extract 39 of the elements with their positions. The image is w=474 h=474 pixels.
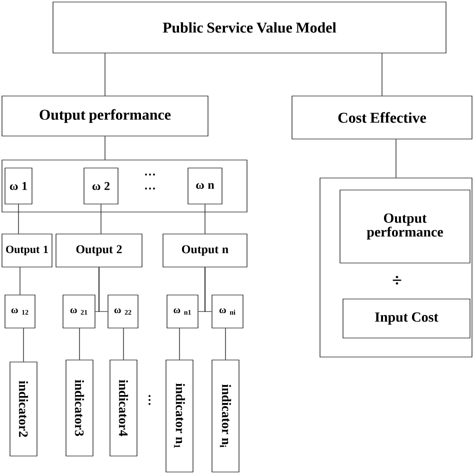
- indicator-box: indicator4: [110, 360, 138, 456]
- indicator-box: indicator2: [10, 362, 38, 456]
- connector-line: [100, 204, 102, 234]
- weight-box: ω $_{21}$: [62, 294, 96, 328]
- connector-line: [123, 328, 124, 360]
- category-box: Cost Effective: [292, 96, 472, 140]
- output-box: Output 1: [2, 234, 52, 268]
- ellipsis: ···: [148, 395, 150, 405]
- indicator-box: indicator n$_{i}$: [212, 360, 240, 472]
- connector-line: [98, 267, 108, 312]
- weight-box: ω 2: [84, 168, 118, 204]
- weight-box: ω n: [188, 168, 222, 204]
- connector-line: [104, 53, 106, 96]
- category-box: Output performance: [2, 96, 208, 136]
- output-box: Output n: [162, 234, 248, 268]
- weight-box: ω 1: [4, 168, 32, 204]
- connector-line: [179, 328, 180, 360]
- formula-panel: [320, 178, 472, 358]
- indicator-box: indicator3: [66, 360, 94, 456]
- ratio-term-box: Output performance: [340, 190, 470, 264]
- connector-line: [79, 328, 80, 360]
- ratio-term-box: Input Cost: [342, 298, 470, 338]
- weight-box: ω $_{ni}$: [212, 294, 244, 328]
- weight-box: ω $_{22}$: [108, 294, 138, 328]
- connector-line: [204, 204, 206, 234]
- connector-line: [18, 204, 19, 234]
- ellipsis: ···: [145, 188, 155, 190]
- connector-line: [104, 136, 106, 160]
- ellipsis: ···: [145, 174, 155, 176]
- weight-box: ω $_{n1}$: [166, 294, 198, 328]
- division-sign: ÷: [392, 276, 402, 285]
- weight-group-box: [2, 160, 248, 212]
- weight-box: ω $_{12}$: [4, 294, 36, 328]
- connector-line: [204, 267, 212, 312]
- output-box: Output 2: [56, 234, 142, 268]
- connector-line: [23, 328, 24, 362]
- title-box: Public Service Value Model: [52, 2, 446, 54]
- connector-line: [225, 328, 226, 360]
- indicator-box: indicator n$_{1}$: [166, 360, 194, 472]
